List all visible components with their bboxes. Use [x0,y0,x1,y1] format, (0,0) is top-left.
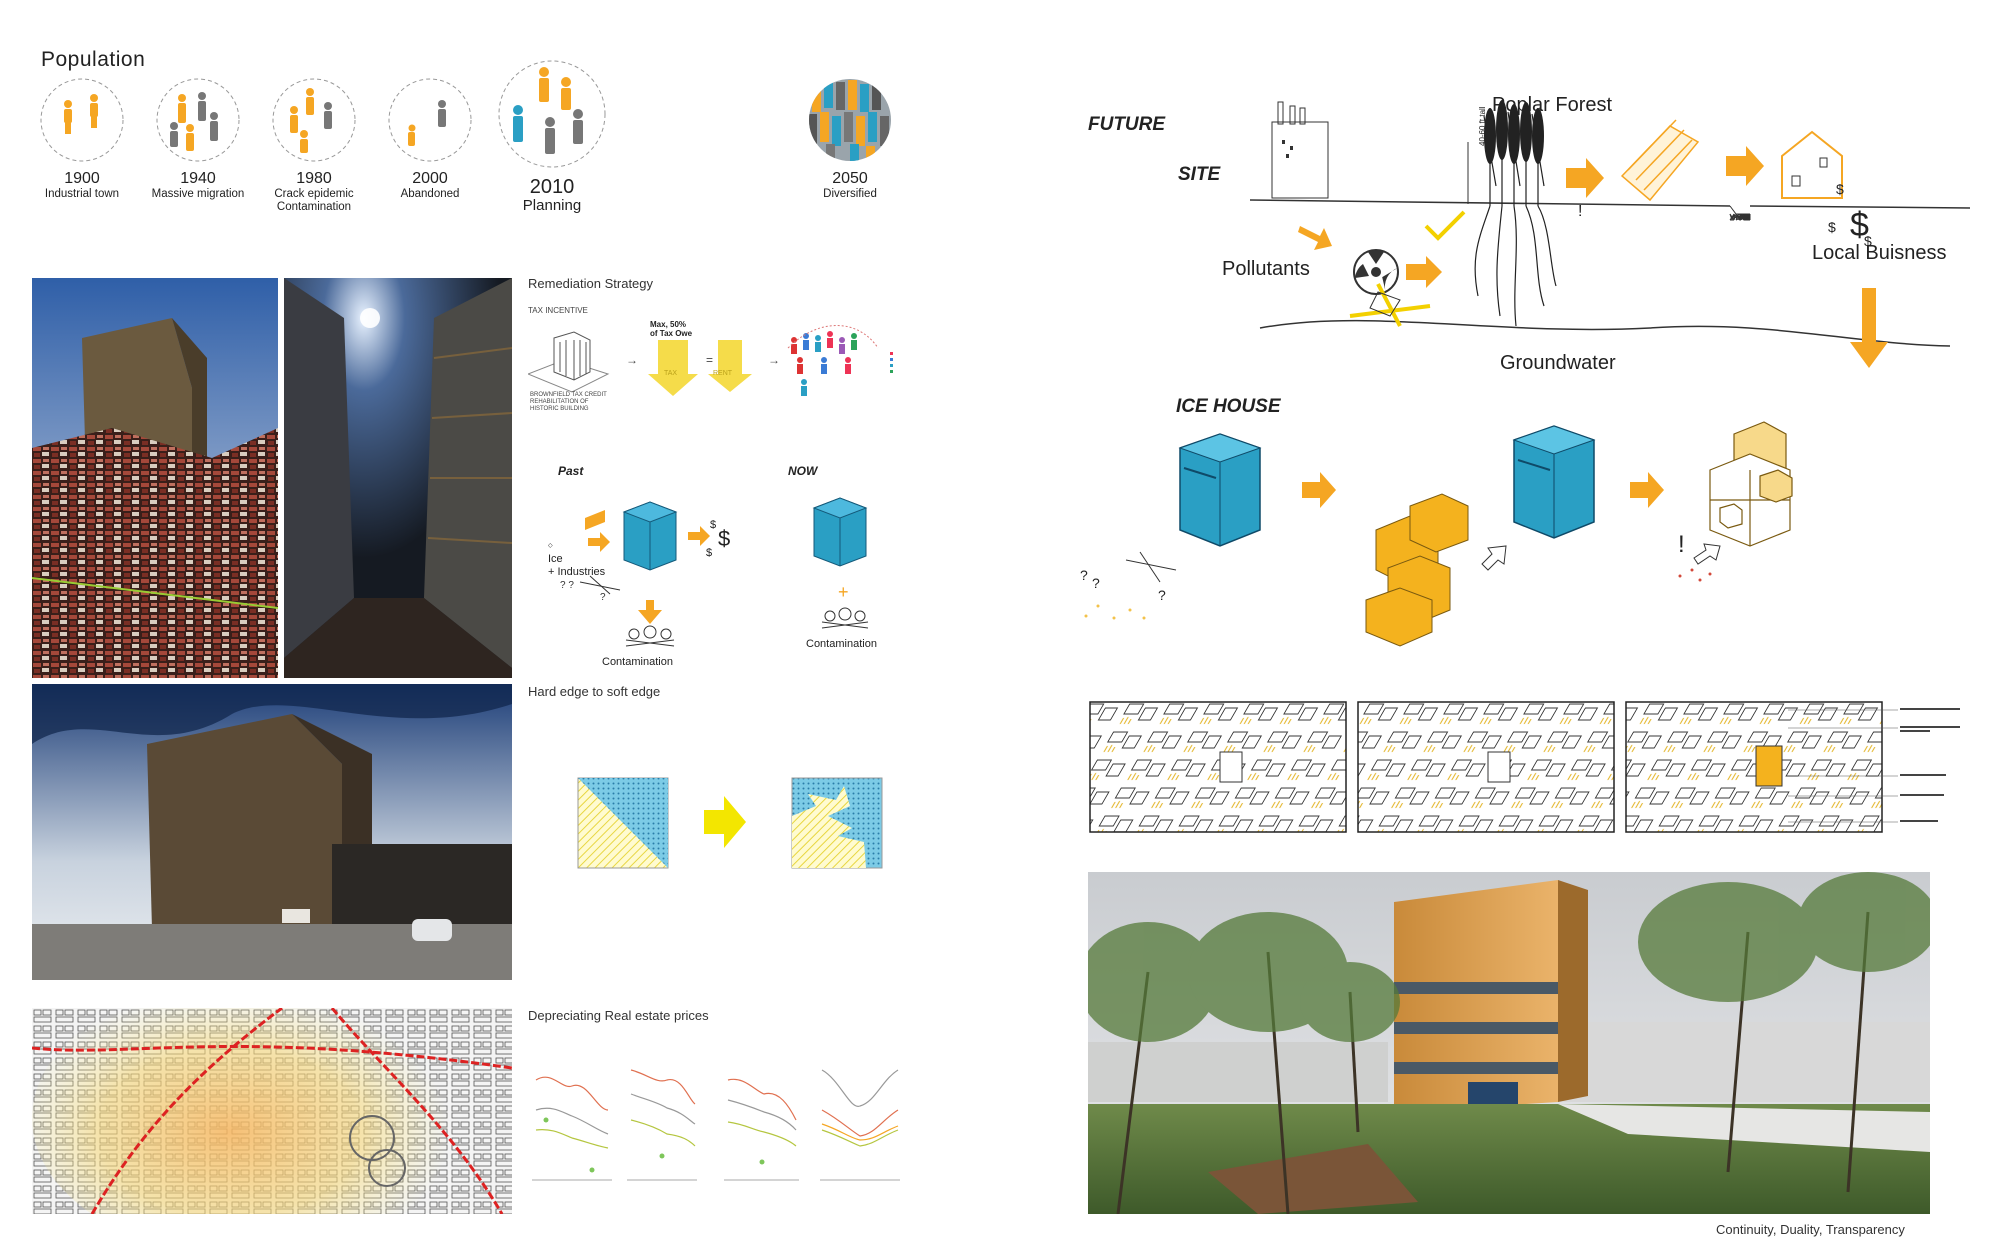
svg-text:!: ! [1578,203,1582,220]
svg-text:? ?: ? ? [560,580,574,591]
icehouse-diagram: ??? ! [1080,421,1793,647]
population-year: 1900 [64,170,100,187]
svg-text:$: $ [710,519,716,531]
realestate-title: Depreciating Real estate prices [528,1008,709,1023]
population-1900-icon [40,78,124,162]
population-2000: 2000 Abandoned [370,76,490,201]
population-1980: 1980 Crack epidemic Contamination [254,76,374,214]
realestate-charts [532,1069,900,1181]
svg-text:$: $ [1864,233,1872,249]
people-cluster [787,325,879,396]
population-1940: 1940 Massive migration [138,76,258,201]
population-1940-icon [156,78,240,162]
population-1980-icon [272,78,356,162]
brownfield-label: BROWNFIELD TAX CREDIT REHABILITATION OF … [530,392,607,413]
local-business-label: Local Buisness [1812,242,1947,264]
population-2010-icon [498,60,606,168]
population-year: 2000 [412,170,448,187]
brownfield-line: HISTORIC BUILDING [530,406,589,412]
population-2010: 2010 Planning [492,58,612,214]
population-label: Planning [522,197,582,214]
population-label: Industrial town [44,188,120,200]
remediation-title: Remediation Strategy [528,276,654,291]
population-year: 2010 [529,176,575,198]
future-label: FUTURE [1088,114,1166,135]
now-label: NOW [788,464,818,478]
svg-text:$: $ [706,547,712,559]
tax-owe-text: of Tax Owe [650,329,693,338]
building-render [1088,872,1930,1214]
ice-cube-icon: ◇ [548,543,553,549]
svg-text:?: ? [600,592,606,603]
max-tax-text: Max, 50% [650,320,687,329]
ice-text: Ice [548,553,563,565]
population-2050: 2050 Diversified [790,76,910,201]
population-label: Abandoned [400,188,460,200]
population-year: 2050 [832,170,868,187]
ice-industries-label: ◇ Ice + Industries [548,540,605,579]
population-year: 1980 [296,170,332,187]
population-label: Massive migration [151,188,245,200]
svg-text:→: → [768,353,780,367]
past-label: Past [558,464,584,478]
tax-incentive-label: TAX INCENTIVE [528,306,588,315]
svg-text:?: ? [1080,567,1088,583]
now-diagram [812,497,869,629]
tax-arrow-label: TAX [664,370,678,377]
max-tax-label: Max, 50% of Tax Owe [650,320,692,338]
edge-title: Hard edge to soft edge [528,684,661,699]
site-label: SITE [1178,164,1221,185]
neighborhood-map [32,1008,512,1214]
population-1900: 1900 Industrial town [22,76,142,201]
now-contamination-label: Contamination [806,638,877,650]
svg-text:$: $ [1850,206,1869,244]
population-label-2: Contamination [276,201,352,213]
pollutants-label: Pollutants [1222,258,1310,280]
svg-text:→: → [626,353,638,367]
population-year: 1940 [180,170,216,187]
population-label: Diversified [823,188,877,200]
axonometric-strips [1089,701,1960,833]
rent-arrow-label: RENT [713,370,733,377]
groundwater-label: Groundwater [1500,352,1616,374]
icehouse-label: ICE HOUSE [1176,396,1281,417]
svg-text:=: = [706,353,713,367]
svg-text:?: ? [1158,587,1166,603]
now-plus-sign: + [838,582,849,602]
population-label: Crack epidemic [274,188,354,200]
past-diagram: $ $ $ ? ? ? [560,501,730,647]
icehouse-photo [32,684,512,980]
brownfield-line: BROWNFIELD TAX CREDIT [530,392,607,398]
rubble-photo [32,278,278,678]
future-site-diagram: ! $ $ $ $ [1250,100,1970,368]
interior-photo [284,278,512,678]
brownfield-line: REHABILITATION OF [530,399,589,405]
population-title: Population [41,48,146,71]
svg-text:$: $ [1836,181,1844,197]
edge-diagram [577,777,883,869]
population-2000-icon [388,78,472,162]
svg-text:$: $ [1828,219,1836,235]
past-contamination-label: Contamination [602,656,673,668]
render-caption: Continuity, Duality, Transparency [1716,1222,1905,1237]
svg-text:?: ? [1092,575,1100,591]
svg-text:$: $ [718,526,730,551]
remediation-diagram: → = → [528,325,893,396]
svg-text:!: ! [1678,531,1685,558]
population-2050-icon [809,79,891,161]
industries-text: + Industries [548,566,606,578]
